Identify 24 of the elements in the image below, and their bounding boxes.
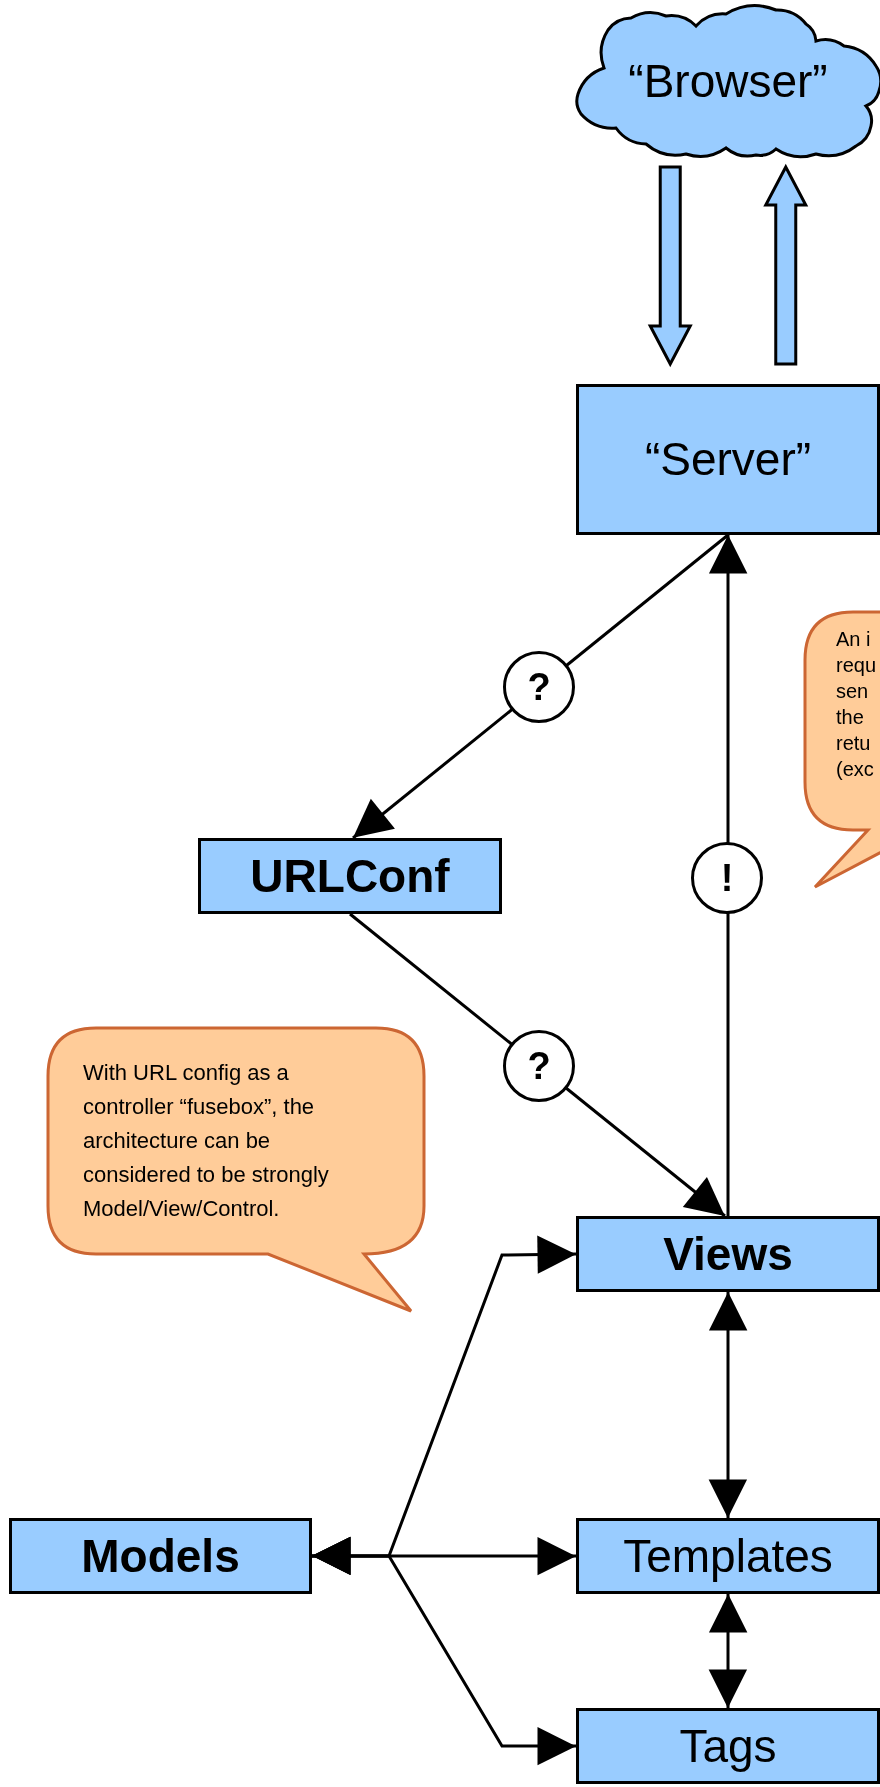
edge-label: ? bbox=[503, 651, 575, 723]
cloud-label: “Browser” bbox=[628, 55, 828, 108]
edge-label: ? bbox=[503, 1030, 575, 1102]
process-box bbox=[576, 1708, 880, 1784]
callout-text: With URL config as a controller “fusebox”, the architecture can be considered to be strongly Model/View/Control. bbox=[83, 1059, 330, 1223]
box-label: “Server” bbox=[644, 433, 812, 486]
process-box bbox=[576, 1518, 880, 1594]
edge-label: ! bbox=[691, 842, 763, 914]
process-box bbox=[576, 1216, 880, 1292]
box-label: URLConf bbox=[250, 849, 450, 903]
box-label: Models bbox=[81, 1529, 240, 1583]
block-arrow bbox=[647, 165, 693, 368]
process-box bbox=[9, 1518, 312, 1594]
process-box bbox=[198, 838, 502, 914]
block-arrow bbox=[763, 163, 809, 366]
process-box bbox=[576, 384, 880, 535]
arrow bbox=[708, 535, 748, 1216]
arrow bbox=[708, 1594, 748, 1708]
box-label: Templates bbox=[623, 1529, 833, 1583]
arrow bbox=[312, 1536, 576, 1766]
arrow bbox=[708, 1292, 748, 1518]
box-label: Tags bbox=[679, 1719, 777, 1773]
callout-text: An i requ sen the retu (exc bbox=[836, 627, 878, 782]
box-label: Views bbox=[663, 1227, 793, 1281]
